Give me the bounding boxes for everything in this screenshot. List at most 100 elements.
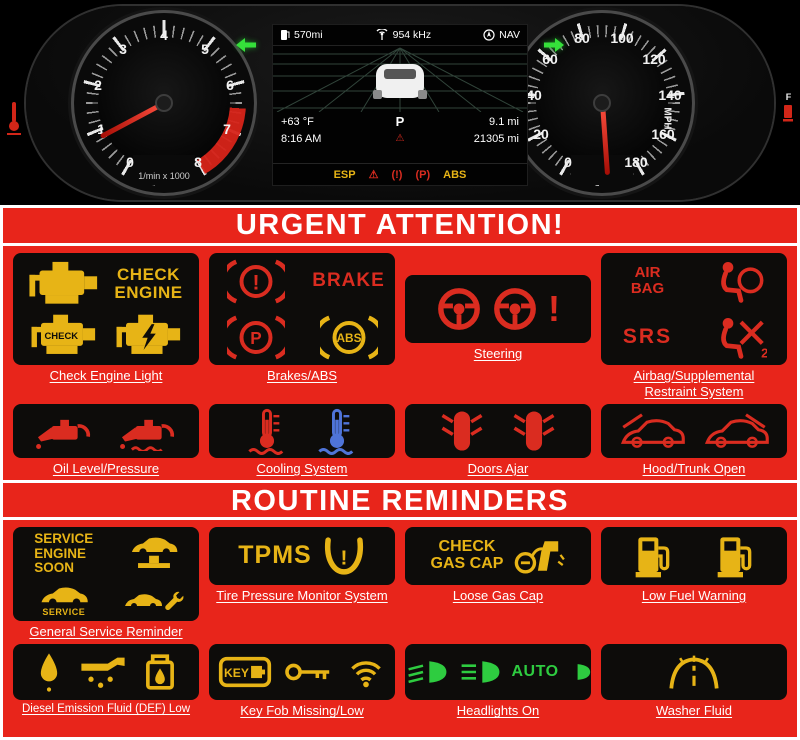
urgent-grid-row-1: CHECK ENGINE CHECK Check Engine Light <box>3 246 797 402</box>
coolant-temp-hot-icon <box>247 408 284 455</box>
speedo-number-100: 100 <box>610 30 634 46</box>
gas-cap-icon <box>515 541 566 574</box>
tile-label: Steering <box>473 346 523 361</box>
air-bag-text: AIR BAG <box>631 265 664 297</box>
tach-number-3: 3 <box>119 41 127 57</box>
brake-text: BRAKE <box>312 270 385 291</box>
oil-tile <box>13 404 199 459</box>
turn-signal-right-icon <box>544 38 564 52</box>
parking-brake-indicator: (P) <box>415 168 431 181</box>
coolant-temp-icon <box>7 102 21 135</box>
cell-doors: Doors Ajar <box>405 404 591 477</box>
fuel-pump-warning-icon <box>716 535 752 579</box>
doors-ajar-icon <box>440 409 484 453</box>
speedo-number-0: 0 <box>564 154 572 170</box>
washer-fluid-icon <box>669 655 719 689</box>
cell-check-engine: CHECK ENGINE CHECK Check Engine Light <box>13 253 199 399</box>
routine-grid-row-1: SERVICE ENGINE SOON SERVICE <box>3 520 797 643</box>
tile-label: Key Fob Missing/Low <box>240 703 364 719</box>
tach-hub <box>155 94 173 112</box>
nav-group: NAV <box>483 29 520 41</box>
speedo-number-80: 80 <box>574 30 590 46</box>
brakes-tile: ! BRAKE P ABS <box>209 253 395 365</box>
speedometer: 0 20 40 60 80 100 120 140 160 180 MPH <box>512 13 692 193</box>
engine-icon <box>28 261 97 304</box>
fuel-range-value: 570mi <box>294 29 323 41</box>
tile-label: Headlights On <box>456 703 540 719</box>
service-car-icon <box>41 587 88 607</box>
car-wrench-icon <box>124 591 184 610</box>
radio-antenna-icon <box>376 29 388 40</box>
car-on-lift-icon <box>131 537 178 568</box>
tile-label: Low Fuel Warning <box>641 587 747 603</box>
tach-number-5: 5 <box>201 41 209 57</box>
abs-text: ABS <box>336 331 361 345</box>
tpms-tile: TPMS ! <box>209 526 395 585</box>
tile-label: Airbag/Supplemental Restraint System <box>633 368 755 399</box>
tile-label: Tire Pressure Monitor System <box>216 587 388 603</box>
tach-number-1: 1 <box>97 121 105 137</box>
oil-can-icon <box>34 418 91 452</box>
fuel-pump-warning-icon <box>634 535 670 579</box>
hood-tile <box>601 404 787 459</box>
center-display: 570mi 954 kHz NAV <box>272 24 528 186</box>
parking-brake-icon: P <box>226 315 285 359</box>
passenger-airbag-off-icon: 2 <box>720 317 767 360</box>
turn-signal-left-icon <box>236 38 256 52</box>
air-line1: AIR <box>634 264 661 282</box>
fuel-range-group: 570mi <box>280 29 323 41</box>
doors-ajar-icon <box>512 409 556 453</box>
display-status-bar: 570mi 954 kHz NAV <box>273 25 527 46</box>
speedo-unit-label: MPH <box>661 107 673 130</box>
fuel-pump-icon <box>281 30 290 40</box>
gas-cap-tile: CHECK GAS CAP <box>405 526 591 585</box>
nav-compass-icon <box>483 29 495 41</box>
cell-headlights: AUTO Headlights On <box>405 644 591 719</box>
tile-label: Washer Fluid <box>655 703 733 719</box>
speedo-hub <box>593 94 611 112</box>
speedo-number-40: 40 <box>526 87 542 103</box>
cell-key-fob: KEY Key Fob Missing/Low <box>209 644 395 719</box>
low-fuel-tile <box>601 526 787 585</box>
tachometer: 0 1 2 3 4 5 6 7 8 1/min x 1000 <box>74 13 254 193</box>
speedo-number-120: 120 <box>642 51 666 67</box>
radio-frequency: 954 kHz <box>392 29 432 41</box>
cell-cooling: Cooling System <box>209 404 395 477</box>
odometer: 21305 mi <box>473 132 519 145</box>
tach-number-0: 0 <box>126 154 134 170</box>
urgent-section-header: URGENT ATTENTION! <box>3 208 797 246</box>
tile-label: Brakes/ABS <box>266 368 338 383</box>
car-rear-view <box>373 64 427 99</box>
cell-airbag: AIR BAG SRS 2 Ai <box>601 253 787 399</box>
urgent-grid-row-2: Oil Level/Pressure Cooling System Doors … <box>3 402 797 480</box>
doors-tile <box>405 404 591 459</box>
key-signal-icon <box>351 661 381 688</box>
brake-indicator: (!) <box>391 168 403 181</box>
high-beam-icon <box>461 661 500 684</box>
tach-number-7: 7 <box>223 121 231 137</box>
coolant-temp-cold-icon <box>317 408 354 455</box>
check-gas-cap-text: CHECK GAS CAP <box>431 538 504 573</box>
outside-temperature: +63 °F <box>281 115 314 128</box>
tach-number-8: 8 <box>194 154 202 170</box>
abs-indicator: ABS <box>443 168 467 181</box>
check-engine-line1: CHECK <box>117 264 180 284</box>
tach-gap <box>133 155 195 185</box>
trip-distance: 9.1 mi <box>489 115 519 128</box>
tile-label: Hood/Trunk Open <box>642 461 746 477</box>
ses-line1: SERVICE <box>34 530 94 546</box>
oil-level-icon <box>118 418 175 452</box>
brake-exclamation: ! <box>252 271 259 294</box>
parking-brake-p: P <box>250 328 261 348</box>
radio-group: 954 kHz <box>375 29 432 41</box>
fuel-full-label: F <box>785 92 792 102</box>
steering-wheel-icon <box>436 286 482 332</box>
def-tank-icon <box>146 654 174 690</box>
cell-brakes: ! BRAKE P ABS Brakes/ABS <box>209 253 395 399</box>
tach-number-6: 6 <box>226 77 234 93</box>
speedo-number-60: 60 <box>542 51 558 67</box>
def-exhaust-icon <box>81 657 125 689</box>
display-info-rows: +63 °F P 9.1 mi 8:16 AM ⚠ 21305 mi <box>273 112 527 147</box>
tach-number-4: 4 <box>160 27 168 43</box>
perspective-grid <box>273 47 527 112</box>
